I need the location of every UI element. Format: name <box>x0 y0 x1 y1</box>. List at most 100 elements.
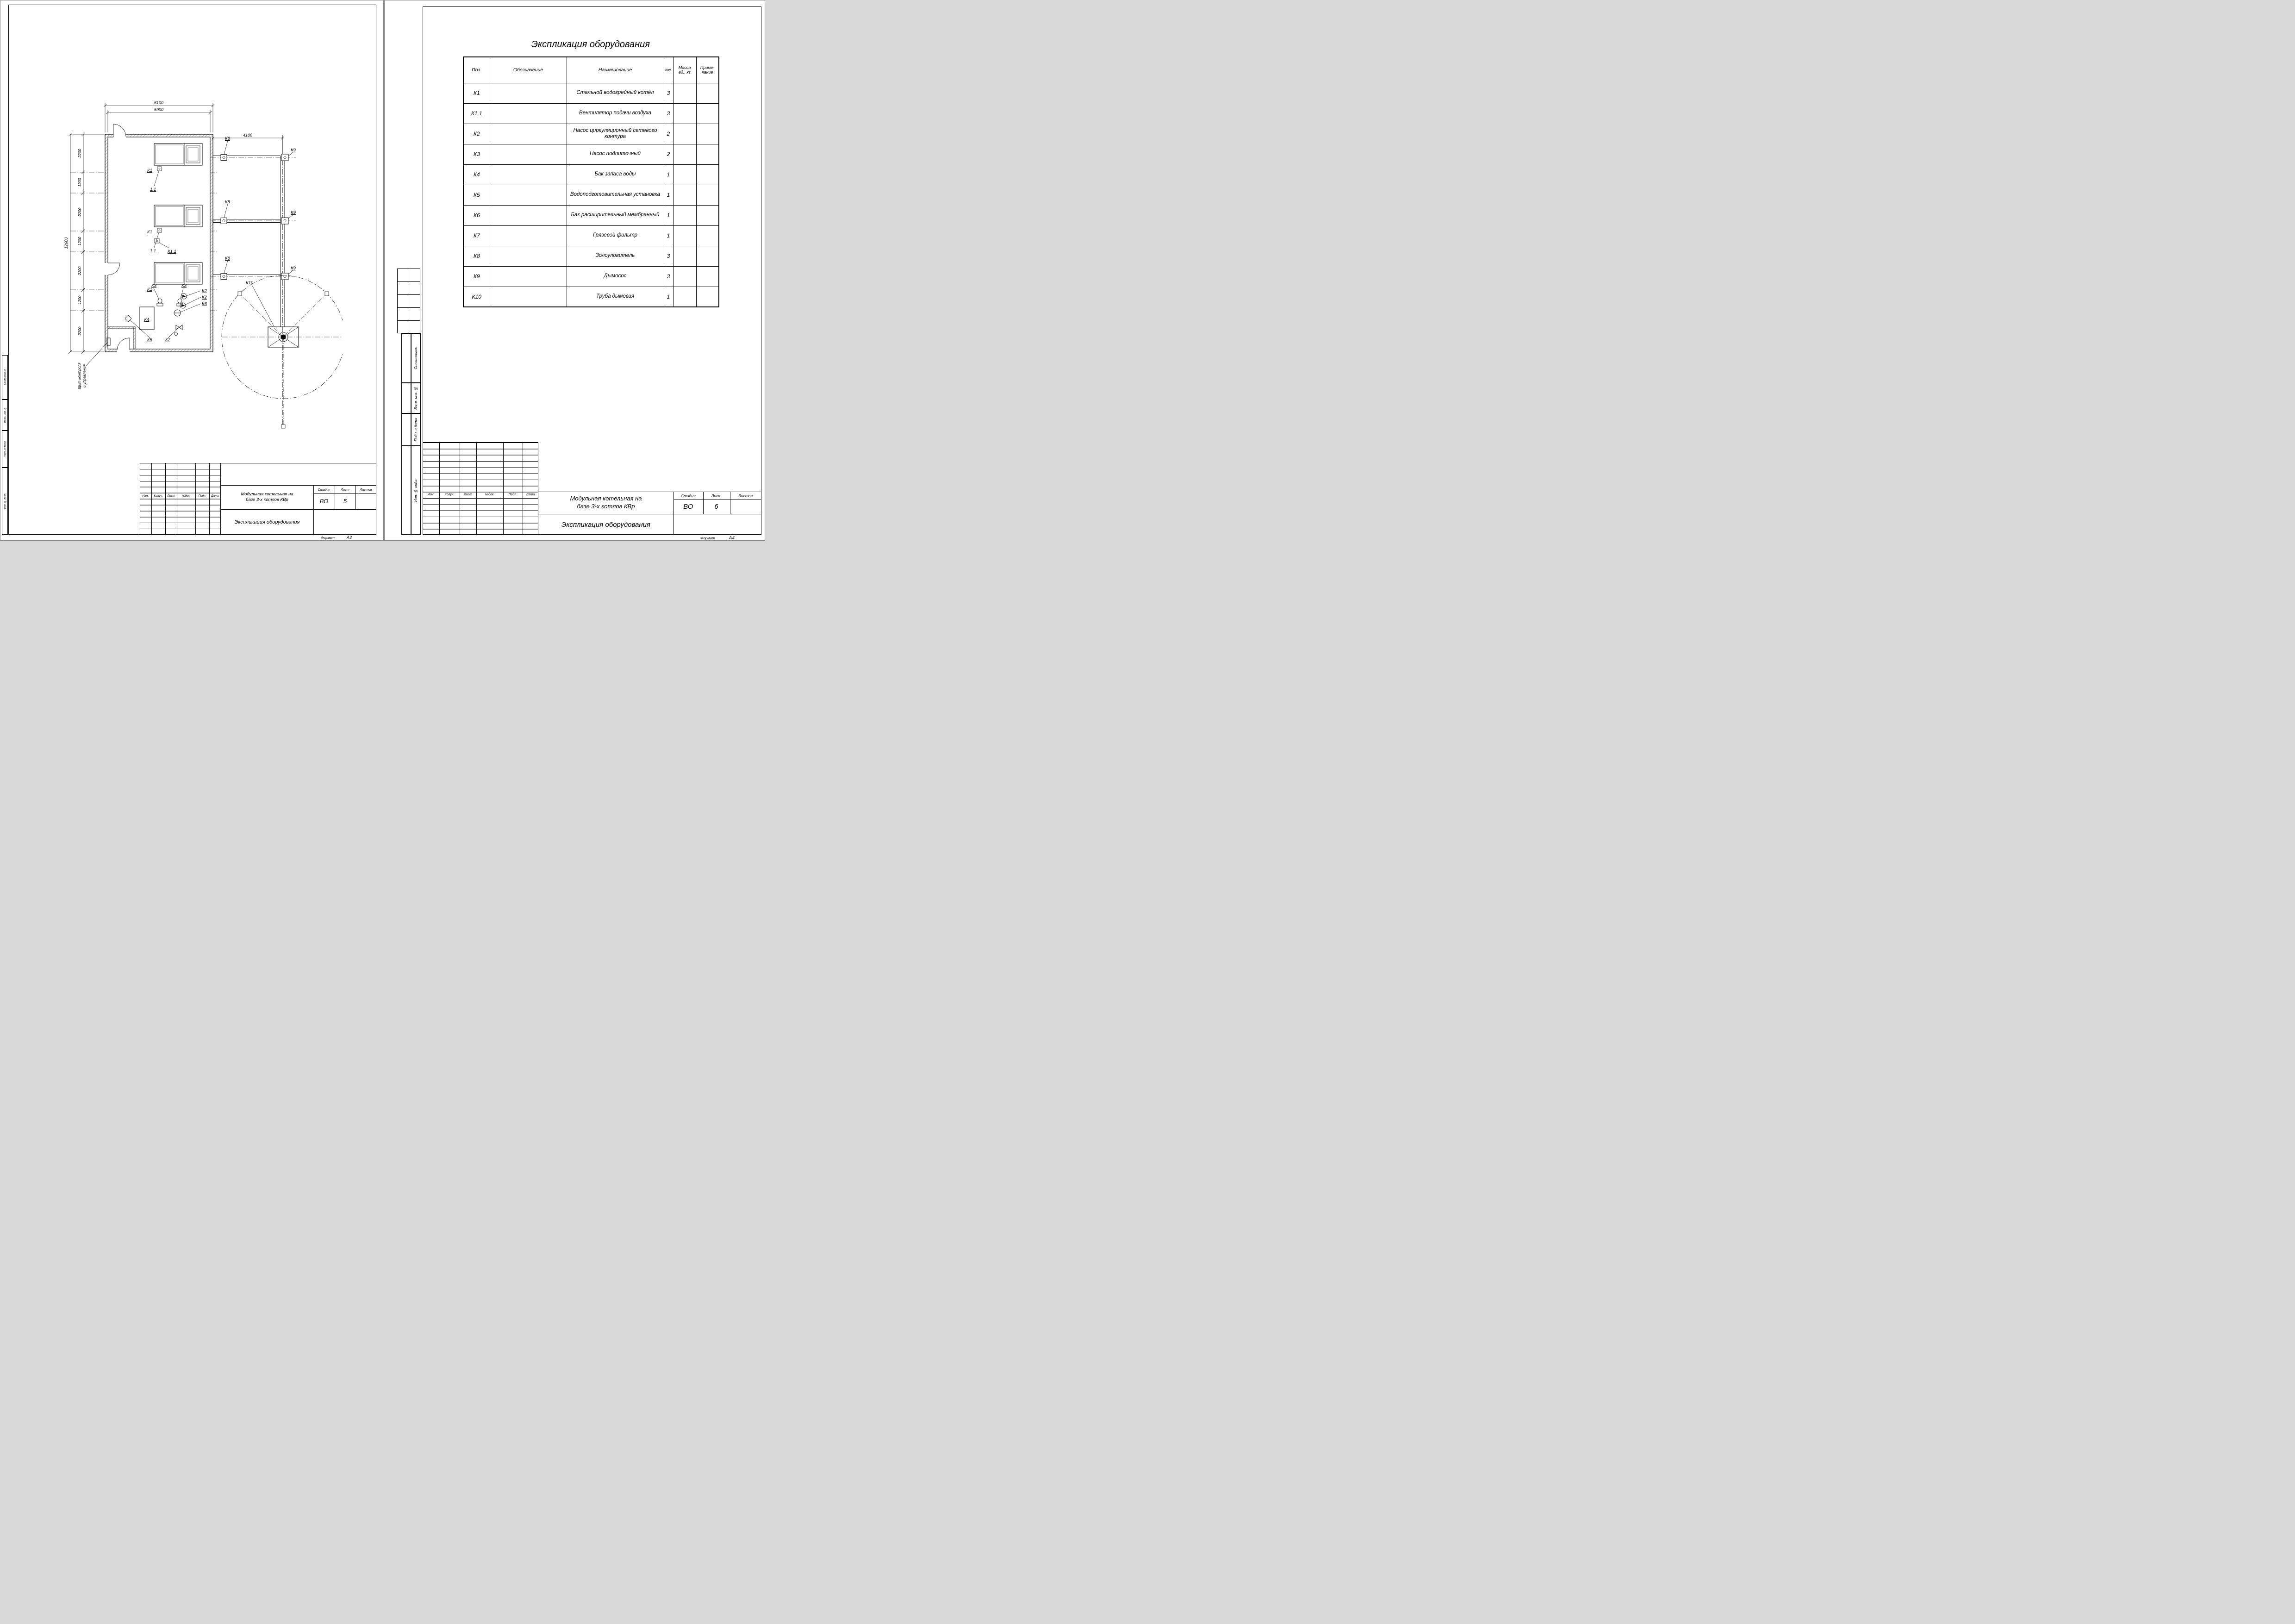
cell-pos: К6 <box>463 205 490 226</box>
label-ash-collector: К8 <box>225 200 231 205</box>
building-walls <box>104 133 213 353</box>
equipment-spec-table: Поз. Обозначение Наименование Кол. Масса… <box>463 56 719 307</box>
tb-line <box>195 463 196 535</box>
stage-label: Стадия <box>318 487 331 492</box>
cell-qty: 1 <box>663 205 674 226</box>
cell-qty: 1 <box>663 286 674 307</box>
cell-name: Труба дымовая <box>566 286 664 307</box>
cell-pos: К2 <box>463 123 490 144</box>
stamp-signature-box <box>401 383 411 413</box>
label-ash-collector: К8 <box>225 256 231 261</box>
stamp-inv-podl: Инв. № подл. <box>411 446 421 535</box>
cell-note <box>696 123 719 144</box>
cell-designation <box>489 144 567 165</box>
cell-mass <box>673 82 697 104</box>
cell-pos: К3 <box>463 144 490 165</box>
stamp-label: Согласовано <box>3 369 6 385</box>
label-pump-net: К2 <box>202 295 207 300</box>
cell-designation <box>489 245 567 267</box>
cell-pos: К8 <box>463 245 490 267</box>
cell-name: Бак запаса воды <box>566 164 664 185</box>
tb-line <box>151 463 152 535</box>
stamp-label: Подп. и дата <box>414 418 418 442</box>
format-row: Формат А4 <box>674 536 761 541</box>
tb-line <box>476 442 477 535</box>
header-designation: Обозначение <box>489 56 567 83</box>
sheet-label: Лист <box>341 487 349 492</box>
label-pump-feed: К3 <box>181 283 187 288</box>
dim-segment: 1200 <box>77 295 82 304</box>
cell-qty: 3 <box>663 103 674 124</box>
format-label: Формат <box>321 536 335 540</box>
cell-mass <box>673 245 697 267</box>
cell-designation <box>489 164 567 185</box>
tb-line <box>439 442 440 535</box>
sheet-number: 6 <box>714 503 718 511</box>
cell-note <box>696 82 719 104</box>
format-value: А4 <box>729 536 735 541</box>
tb-col-list: Лист <box>167 494 175 498</box>
stamp-signature-box <box>401 413 411 446</box>
sheets-label: Листов <box>360 487 372 492</box>
stamp-vzam-inv: Взам. инв. № <box>411 383 421 413</box>
cell-mass <box>673 164 697 185</box>
stamp-grid <box>397 269 420 334</box>
cell-designation <box>489 82 567 104</box>
cell-designation <box>489 286 567 307</box>
dim-segment: 2200 <box>77 326 82 336</box>
label-boiler: К1 <box>147 168 152 173</box>
leader-lines <box>86 140 293 366</box>
label-fan: К1.1 <box>168 249 176 254</box>
label-control-panel: и управления <box>82 364 87 387</box>
cell-pos: К1.1 <box>463 103 490 124</box>
sheet-label: Лист <box>711 493 722 498</box>
label-pump-feed: К3 <box>151 283 157 288</box>
cell-qty: 2 <box>663 123 674 144</box>
cell-qty: 1 <box>663 225 674 246</box>
cell-qty: 2 <box>663 144 674 165</box>
stamp-label: Подп. и дата <box>3 441 6 457</box>
sheets-label: Листов <box>738 493 753 498</box>
tb-col-izm: Изм. <box>427 493 435 496</box>
label-water-treatment: К5 <box>147 337 153 343</box>
tb-col-koluch: Колуч. <box>154 494 163 498</box>
cell-designation <box>489 103 567 124</box>
drawing-canvas: 6100 5900 4100 12600 2200 1200 2200 1200… <box>0 0 765 541</box>
tb-line <box>313 493 376 494</box>
stamp-signature-box <box>401 446 411 535</box>
plan-labels: 6100 5900 4100 12600 2200 1200 2200 1200… <box>64 100 296 389</box>
a4-frame <box>423 6 761 535</box>
project-title: Модульная котельная на базе 3-х котлов К… <box>241 491 293 502</box>
boilers <box>154 143 203 285</box>
cell-note <box>696 164 719 185</box>
header-qty: Кол. <box>663 56 674 83</box>
spec-table-title: Экспликация оборудования <box>531 39 650 50</box>
tb-col-podp: Подп. <box>508 493 518 496</box>
dim-segment: 2200 <box>77 149 82 158</box>
dim-segment: 2200 <box>77 207 82 217</box>
stamp-podp-data: Подп. и дата <box>411 413 421 446</box>
stage-value: ВО <box>683 503 693 511</box>
cell-designation <box>489 266 567 287</box>
cell-note <box>696 286 719 307</box>
stamp-label: Взам. инв. № <box>3 407 6 423</box>
cell-pos: К5 <box>463 184 490 206</box>
tb-line <box>221 485 376 486</box>
cell-mass <box>673 225 697 246</box>
stage-label: Стадия <box>680 493 696 498</box>
cell-name: Бак расширительный мембранный <box>566 205 664 226</box>
tb-line <box>221 509 376 510</box>
cell-designation <box>489 205 567 226</box>
cell-mass <box>673 123 697 144</box>
cell-qty: 3 <box>663 245 674 267</box>
cell-designation <box>489 184 567 206</box>
tb-line <box>165 463 166 535</box>
